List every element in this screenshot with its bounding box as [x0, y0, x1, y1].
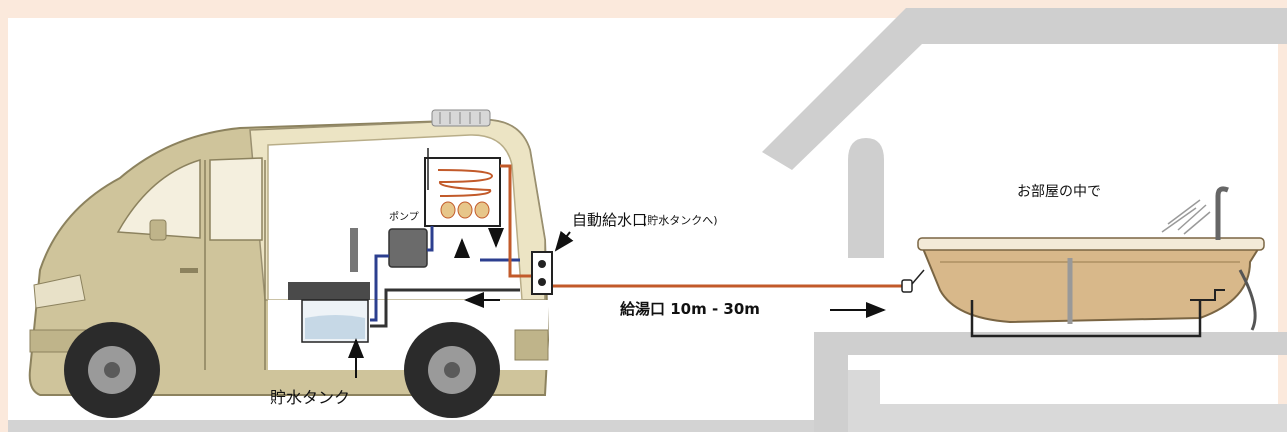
water-heater — [424, 148, 501, 227]
cold-water-pipes — [370, 226, 520, 322]
house-outline — [8, 8, 1287, 432]
faucet — [1215, 186, 1229, 240]
van — [28, 109, 902, 418]
pump-label: ポンプ — [389, 212, 419, 223]
side-mirror — [149, 219, 167, 241]
house-floor — [814, 332, 1287, 432]
bathtub-frame — [970, 300, 1202, 338]
shower-spray — [1161, 199, 1211, 235]
rear-bumper — [514, 329, 549, 361]
hot-water-outlet-label: 給湯口 10m - 30m — [620, 300, 760, 318]
auto-inlet-fitting — [531, 251, 553, 295]
house-floor-lower — [848, 370, 1287, 432]
bathtub-rim — [917, 237, 1265, 251]
headlight — [33, 274, 86, 309]
water-tank — [288, 282, 370, 343]
auto-inlet-sublabel: (貯水タンクへ) — [643, 214, 718, 227]
pump — [388, 228, 428, 268]
water-tank-label: 貯水タンク — [270, 388, 351, 407]
house-roof — [762, 8, 1287, 170]
hose-end — [901, 269, 925, 293]
roof-vent — [431, 109, 491, 127]
in-room-label: お部屋の中で — [1017, 184, 1101, 200]
rear-wheel — [404, 322, 500, 418]
front-wheel — [64, 322, 160, 418]
auto-inlet-label: 自動給水口 — [572, 211, 648, 229]
front-window — [116, 158, 201, 239]
door-handle — [180, 268, 198, 273]
side-window — [209, 157, 263, 241]
inlet-pointer-arrow — [554, 230, 574, 252]
ground-strip — [8, 420, 814, 432]
house-wall-upper — [848, 138, 884, 258]
hot-water-pipes — [500, 164, 902, 288]
bathtub — [917, 186, 1265, 338]
bathtub-hose — [1238, 269, 1257, 331]
